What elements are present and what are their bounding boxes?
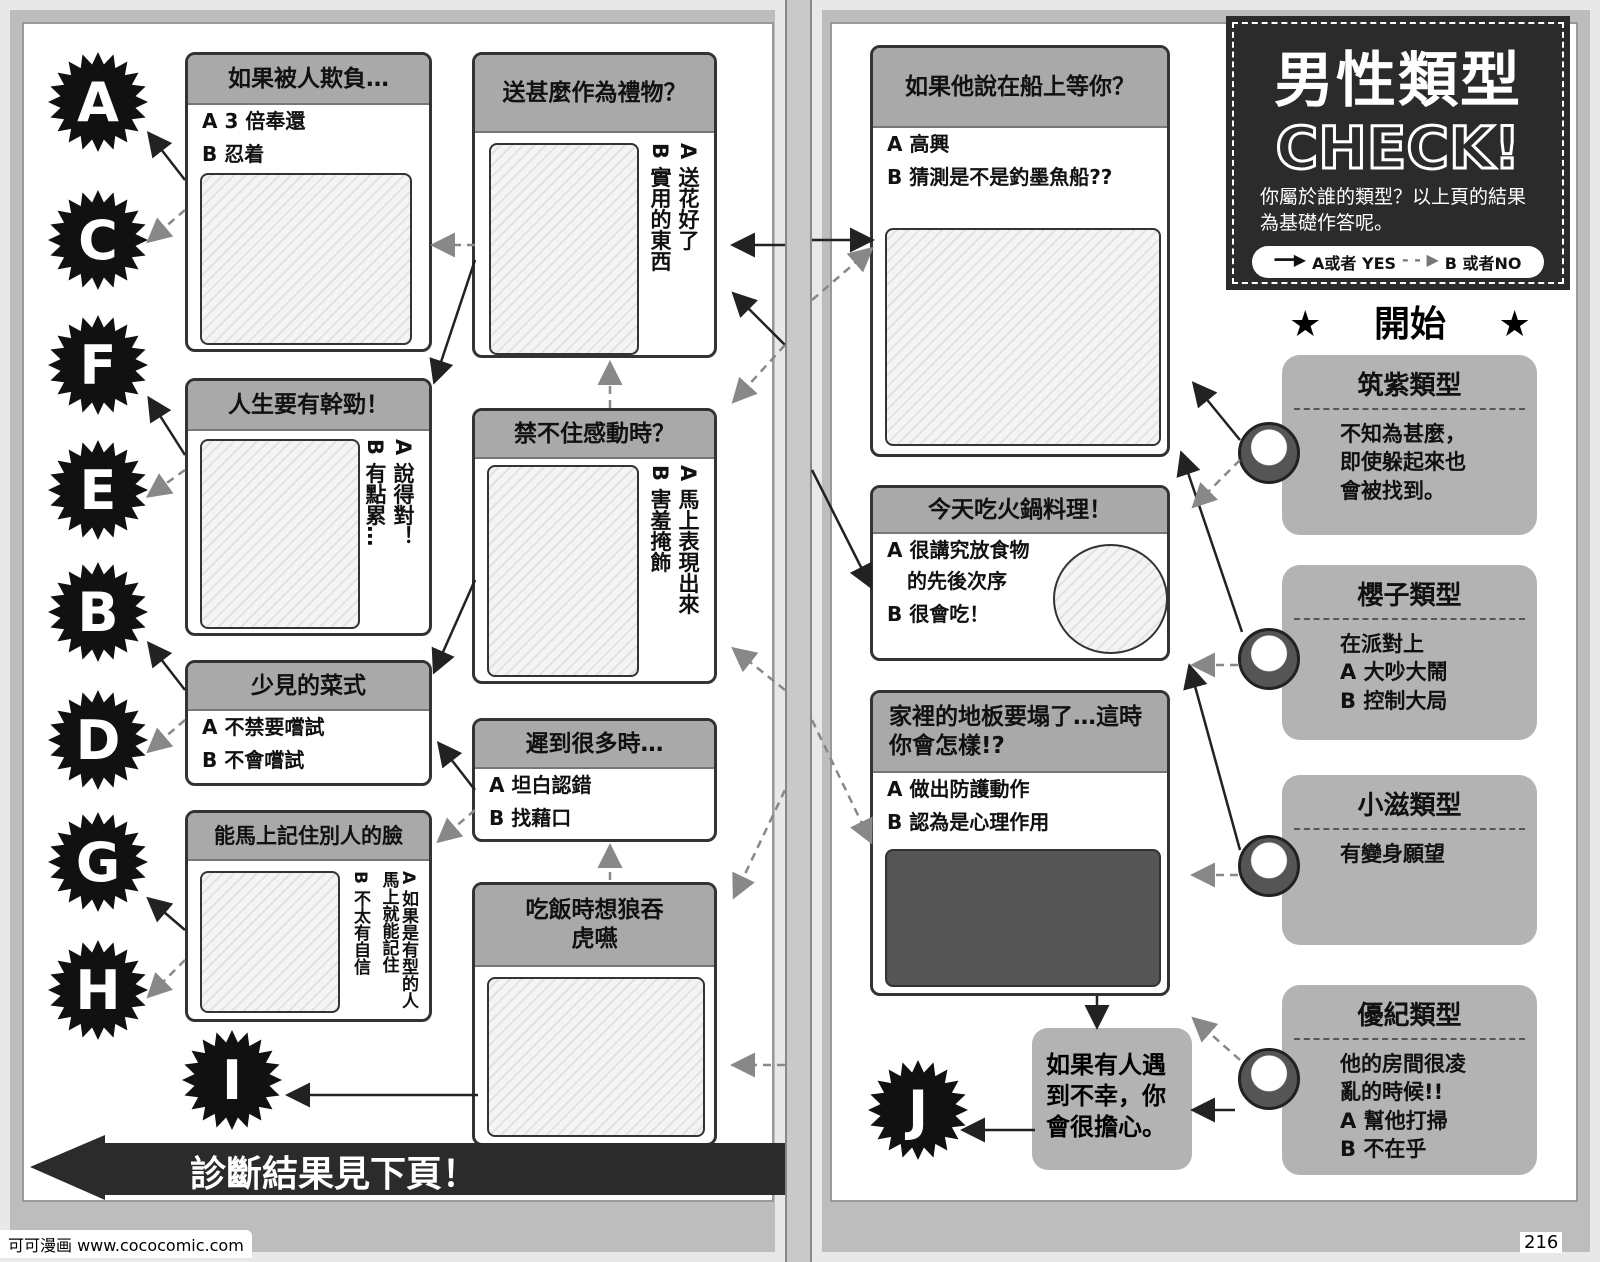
hotpot-image bbox=[1053, 544, 1167, 654]
question-late: 遲到很多時… A 坦白認錯 B 找藉口 bbox=[472, 718, 717, 842]
result-c: C bbox=[48, 190, 148, 290]
question-motivation: 人生要有幹勁！ A 說得對！ B 有點累… bbox=[185, 378, 432, 636]
dashed-arrow-icon: - - ▶ bbox=[1402, 250, 1439, 270]
legend: ━━▶A或者 YES - - ▶B 或者NO bbox=[1252, 246, 1544, 279]
starburst-icon bbox=[48, 940, 148, 1040]
solid-arrow-icon: ━━▶ bbox=[1274, 250, 1307, 270]
title-en: CHECK! bbox=[1274, 114, 1522, 182]
question-misfortune: 如果有人遇到不幸，你會很擔心。 bbox=[1032, 1028, 1192, 1170]
manga-panel bbox=[885, 228, 1161, 446]
starburst-icon bbox=[48, 190, 148, 290]
subtitle: 你屬於誰的類型？以上頁的結果為基礎作答呢。 bbox=[1260, 186, 1527, 234]
starburst-icon bbox=[48, 315, 148, 415]
starburst-icon bbox=[48, 812, 148, 912]
result-h: H bbox=[48, 940, 148, 1040]
header-box: 男性類型 CHECK! 你屬於誰的類型？以上頁的結果為基礎作答呢。 ━━▶A或者… bbox=[1226, 16, 1570, 290]
manga-panel bbox=[200, 439, 360, 629]
avatar-sakurako bbox=[1238, 628, 1300, 690]
result-a: A bbox=[48, 52, 148, 152]
manga-panel bbox=[200, 173, 412, 345]
question-bullied: 如果被人欺負… A 3 倍奉還 B 忍着 bbox=[185, 52, 432, 352]
star-icon: ★ bbox=[1289, 304, 1322, 345]
manga-panel bbox=[487, 977, 705, 1137]
title-cn: 男性類型 bbox=[1274, 46, 1522, 116]
starburst-icon bbox=[48, 690, 148, 790]
question-faces: 能馬上記住別人的臉 A 如果是有型的人馬上就能記住 B 不太有自信 bbox=[185, 810, 432, 1022]
result-d: D bbox=[48, 690, 148, 790]
question-moved: 禁不住感動時？ A 馬上表現出來 B 害羞掩飾 bbox=[472, 408, 717, 684]
type-shigeru: 小滋類型 有變身願望 bbox=[1282, 775, 1537, 945]
starburst-icon bbox=[182, 1030, 282, 1130]
type-tsukushi: 筑紫類型 不知為甚麼，即使躲起來也會被找到。 bbox=[1282, 355, 1537, 535]
starburst-icon bbox=[48, 52, 148, 152]
result-b: B bbox=[48, 562, 148, 662]
avatar-shigeru bbox=[1238, 835, 1300, 897]
result-i: I bbox=[182, 1030, 282, 1130]
avatar-yuki bbox=[1238, 1048, 1300, 1110]
start-label: ★ 開始 ★ bbox=[1289, 304, 1531, 345]
manga-panel bbox=[487, 465, 639, 677]
watermark: 可可漫画 www.cococomic.com bbox=[0, 1230, 252, 1258]
starburst-icon bbox=[868, 1060, 968, 1160]
starburst-icon bbox=[48, 440, 148, 540]
result-f: F bbox=[48, 315, 148, 415]
question-gift: 送甚麼作為禮物？ A 送花好了 B 實用的東西 bbox=[472, 52, 717, 358]
result-g: G bbox=[48, 812, 148, 912]
question-boat: 如果他說在船上等你？ A 高興 B 猜測是不是釣墨魚船?? bbox=[870, 45, 1170, 457]
star-icon: ★ bbox=[1498, 304, 1531, 345]
starburst-icon bbox=[48, 562, 148, 662]
result-e: E bbox=[48, 440, 148, 540]
question-hotpot: 今天吃火鍋料理！ A 很講究放食物 的先後次序 B 很會吃！ bbox=[870, 485, 1170, 661]
question-dish: 少見的菜式 A 不禁要嚐試 B 不會嚐試 bbox=[185, 660, 432, 786]
question-floor: 家裡的地板要塌了…這時你會怎樣!? A 做出防護動作 B 認為是心理作用 bbox=[870, 690, 1170, 996]
avatar-tsukushi bbox=[1238, 422, 1300, 484]
next-page-banner: 診斷結果見下頁！ bbox=[30, 1135, 785, 1200]
arrow-left-shape bbox=[30, 1135, 785, 1200]
page-number: 216 bbox=[1520, 1232, 1563, 1253]
question-eat: 吃飯時想狼吞虎嚥 bbox=[472, 882, 717, 1146]
manga-panel bbox=[885, 849, 1161, 987]
result-j: J bbox=[868, 1060, 968, 1160]
manga-panel bbox=[489, 143, 639, 355]
manga-panel bbox=[200, 871, 340, 1013]
